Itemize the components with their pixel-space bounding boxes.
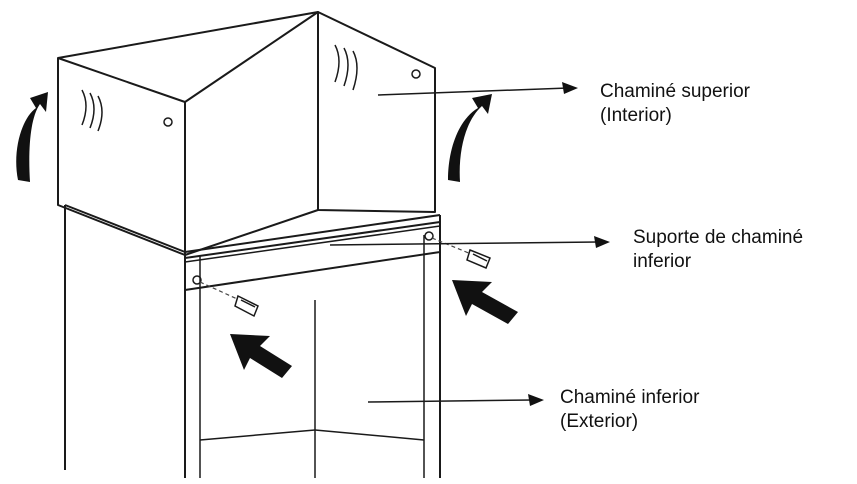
push-arrow-icon (230, 334, 292, 378)
lower-chimney-bracket (184, 221, 441, 291)
bracket-label-line1: Suporte de chaminé (633, 227, 804, 248)
lower-chimney-label-line1: Chaminé inferior (560, 387, 700, 408)
upper-chimney (57, 11, 436, 256)
lower-chimney-label: Chaminé inferior (Exterior) (560, 386, 699, 434)
curved-up-arrow-icon (448, 94, 492, 182)
upper-chimney-label: Chaminé superior (Interior) (600, 80, 750, 128)
lower-chimney-label-line2: (Exterior) (560, 411, 639, 432)
bracket-label: Suporte de chaminé inferior (633, 226, 803, 274)
screw-icon (199, 281, 259, 318)
upper-chimney-label-line2: (Interior) (600, 105, 672, 126)
upper-chimney-label-line1: Chaminé superior (600, 81, 750, 102)
screw-icon (431, 237, 491, 269)
curved-up-arrow-icon (16, 92, 48, 182)
push-arrow-icon (452, 280, 518, 324)
callout-lower-chimney (367, 394, 544, 406)
callout-bracket (329, 236, 610, 248)
callout-upper-chimney (377, 82, 578, 96)
bracket-label-line2: inferior (633, 251, 692, 272)
